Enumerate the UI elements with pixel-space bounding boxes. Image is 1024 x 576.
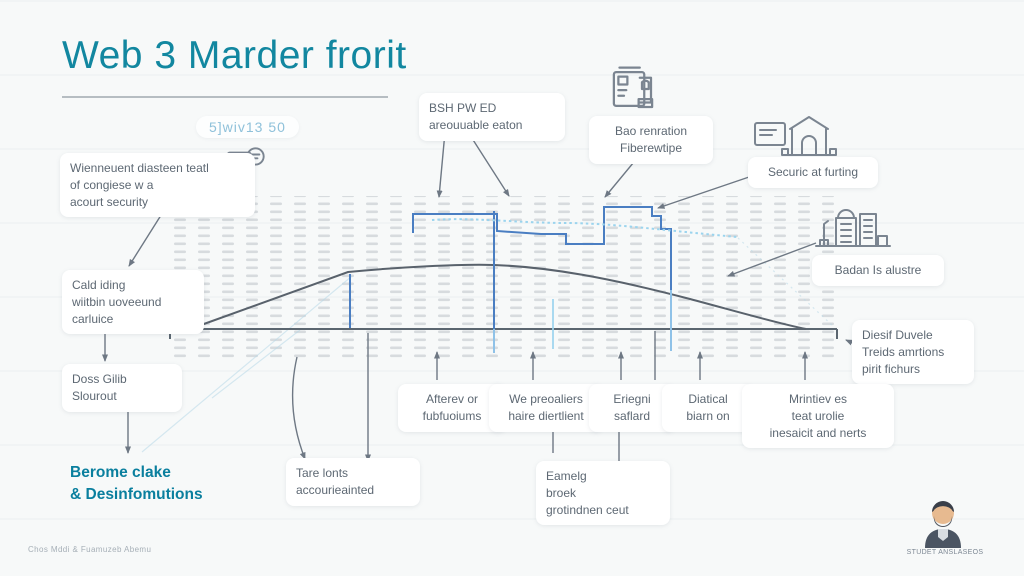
blue-vertical-lines bbox=[349, 211, 554, 353]
callout-tare: Tare lonts accourieainted bbox=[286, 458, 420, 506]
callout-afterev: Afterev or fubfuoiums bbox=[398, 384, 506, 432]
callout-diesif: Diesif Duvele Treids amrtions pirit fich… bbox=[852, 320, 974, 385]
avatar-caption: STUDET ANSLASEOS bbox=[906, 549, 984, 556]
callout-eriegni: Eriegni saflard bbox=[589, 384, 675, 432]
blueprint-icon bbox=[606, 62, 660, 121]
callout-eamelg: Eamelg broek grotindnen ceut bbox=[536, 461, 670, 526]
callout-bsh: BSH PW ED areouuable eaton bbox=[419, 93, 565, 141]
callout-diatical: Diatical biarn on bbox=[662, 384, 754, 432]
blue-step-line bbox=[412, 206, 672, 290]
page-title: Web 3 Marder frorit bbox=[62, 34, 407, 77]
cyan-dotted-line bbox=[431, 218, 738, 238]
callout-securic: Securic at furting bbox=[748, 157, 878, 188]
footer-credit: Chos Mddi & Fuamuzeb Abemu bbox=[28, 545, 152, 554]
note-card-doss: Doss Gilib Slourout bbox=[62, 364, 182, 412]
note-card-monitor: Wienneuent diasteen teatl of congiese w … bbox=[60, 153, 255, 218]
duration-badge: 5]wiv13 50 bbox=[196, 116, 299, 138]
dash-texture bbox=[172, 196, 836, 358]
callout-bao: Bao renration Fiberewtipe bbox=[589, 116, 713, 164]
cyan-diagonal-lines bbox=[141, 237, 834, 453]
note-card-cold: Cald iding wiitbin uoveeund carluice bbox=[62, 270, 204, 335]
person-avatar bbox=[920, 496, 966, 553]
callout-wepre: We preoaliers haire diertlient bbox=[489, 384, 603, 432]
bank-icon bbox=[752, 113, 838, 166]
title-underline bbox=[62, 96, 388, 98]
callout-mrintiev: Mrintiev es teat urolie inesaicit and ne… bbox=[742, 384, 894, 449]
trend-curve bbox=[189, 263, 807, 330]
city-icon bbox=[812, 206, 894, 257]
highlight-note: Berome clake & Desinfomutions bbox=[70, 464, 203, 504]
callout-badan: Badan Is alustre bbox=[812, 255, 944, 286]
